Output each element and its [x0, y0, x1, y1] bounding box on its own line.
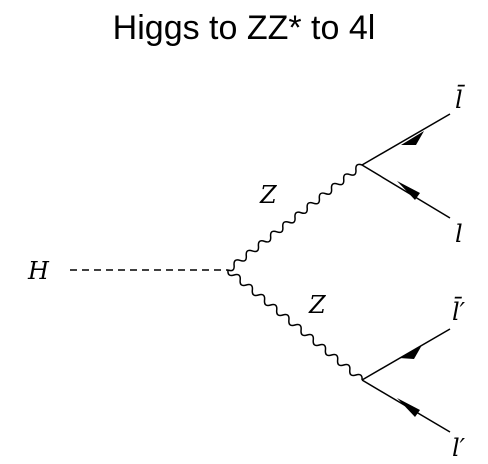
antilepton-label: l̄: [455, 85, 466, 114]
antilepton-prime-arrow: [399, 345, 422, 359]
z-lower-label: Z: [308, 291, 327, 319]
z-boson-lower-propagator: [227, 269, 363, 381]
lepton-arrow: [397, 181, 420, 200]
lepton-prime-arrow: [397, 398, 420, 417]
antilepton-line: [361, 113, 451, 166]
z-upper-label: Z: [259, 181, 278, 209]
diagram-title: Higgs to ZZ* to 4l: [112, 9, 376, 47]
lepton-line: [361, 164, 451, 219]
lepton-prime-label: l′: [452, 434, 466, 462]
z-boson-upper-propagator: [227, 163, 363, 272]
antilepton-prime-label: l̄′: [452, 297, 466, 326]
higgs-label: H: [27, 257, 50, 285]
antilepton-arrow: [401, 131, 424, 145]
lepton-label: l: [455, 220, 463, 248]
